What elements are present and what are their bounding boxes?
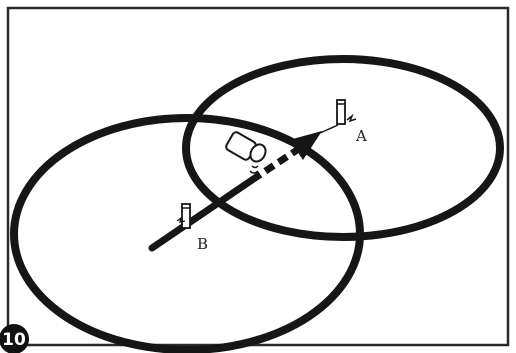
label-b: B: [197, 235, 208, 253]
point-b-marker-icon: [176, 203, 191, 229]
point-a-marker-icon: [336, 99, 357, 125]
arrow-shaft-solid: [148, 176, 256, 252]
arrow-shaft-dashed: [250, 145, 302, 183]
label-a: A: [355, 127, 367, 145]
figure-frame: [6, 6, 510, 347]
figure-number-badge: 10: [0, 324, 29, 353]
right-ellipse: [182, 55, 504, 241]
figure-number: 10: [2, 330, 26, 350]
arrow-tail-thin: [319, 124, 339, 134]
arrow-head: [289, 131, 322, 160]
camera-device-icon: [225, 131, 267, 179]
